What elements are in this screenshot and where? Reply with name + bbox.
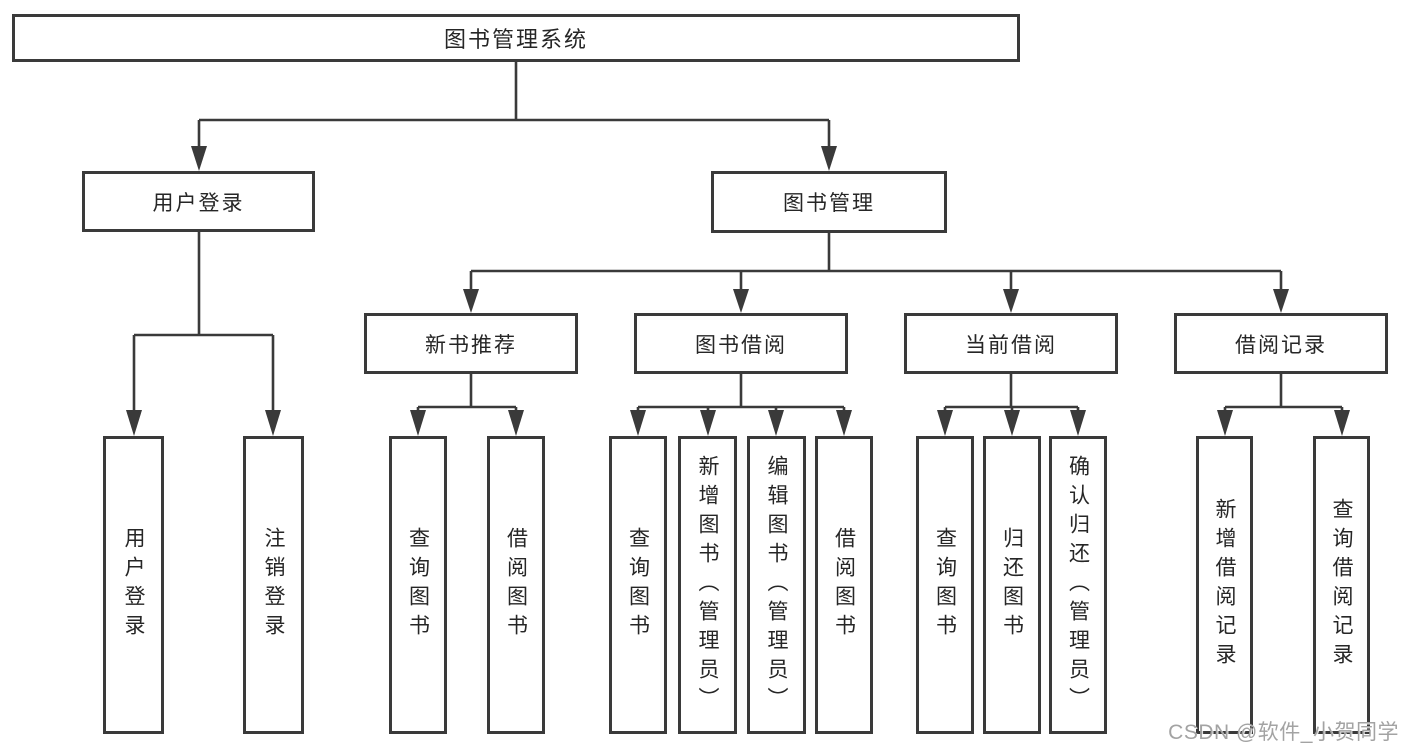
leaf-edit-book-admin: 编辑图书（管理员）	[747, 436, 806, 734]
node-label: 当前借阅	[965, 333, 1057, 357]
node-label: 新增图书（管理员）	[696, 454, 719, 716]
node-borrowing-records: 借阅记录	[1174, 313, 1388, 374]
node-label: 新增借阅记录	[1213, 498, 1236, 672]
node-library-system: 图书管理系统	[12, 14, 1020, 62]
leaf-query-books-borrowing: 查询图书	[609, 436, 667, 734]
node-label: 借阅记录	[1235, 333, 1327, 357]
node-new-book-recommend: 新书推荐	[364, 313, 578, 374]
node-label: 图书管理	[783, 192, 875, 215]
node-label: 查询图书	[626, 527, 650, 643]
leaf-logout: 注销登录	[243, 436, 304, 734]
node-label: 借阅图书	[504, 527, 528, 643]
leaf-return-book: 归还图书	[983, 436, 1041, 734]
node-current-borrowing: 当前借阅	[904, 313, 1118, 374]
node-label: 编辑图书（管理员）	[765, 454, 788, 716]
node-label: 查询图书	[933, 527, 957, 643]
leaf-user-login: 用户登录	[103, 436, 164, 734]
leaf-add-borrow-record: 新增借阅记录	[1196, 436, 1253, 734]
leaf-confirm-return-admin: 确认归还（管理员）	[1049, 436, 1107, 734]
leaf-query-books-current: 查询图书	[916, 436, 974, 734]
node-label: 图书管理系统	[443, 27, 588, 52]
node-label: 用户登录	[122, 527, 145, 643]
leaf-borrow-books-recommend: 借阅图书	[487, 436, 545, 734]
node-label: 用户登录	[152, 191, 245, 215]
node-label: 查询图书	[406, 527, 430, 643]
node-label: 借阅图书	[832, 527, 856, 643]
node-book-borrowing: 图书借阅	[634, 313, 848, 374]
leaf-query-borrow-record: 查询借阅记录	[1313, 436, 1370, 734]
leaf-add-book-admin: 新增图书（管理员）	[678, 436, 737, 734]
node-label: 查询借阅记录	[1330, 498, 1353, 672]
node-book-management: 图书管理	[711, 171, 947, 233]
node-label: 确认归还（管理员）	[1066, 454, 1090, 716]
node-label: 新书推荐	[425, 333, 517, 357]
leaf-query-books-recommend: 查询图书	[389, 436, 447, 734]
leaf-borrow-books: 借阅图书	[815, 436, 873, 734]
node-label: 图书借阅	[695, 333, 787, 357]
arrowhead-icons	[126, 146, 1350, 436]
node-user-login: 用户登录	[82, 171, 315, 232]
node-label: 归还图书	[1000, 527, 1024, 643]
node-label: 注销登录	[262, 527, 285, 643]
